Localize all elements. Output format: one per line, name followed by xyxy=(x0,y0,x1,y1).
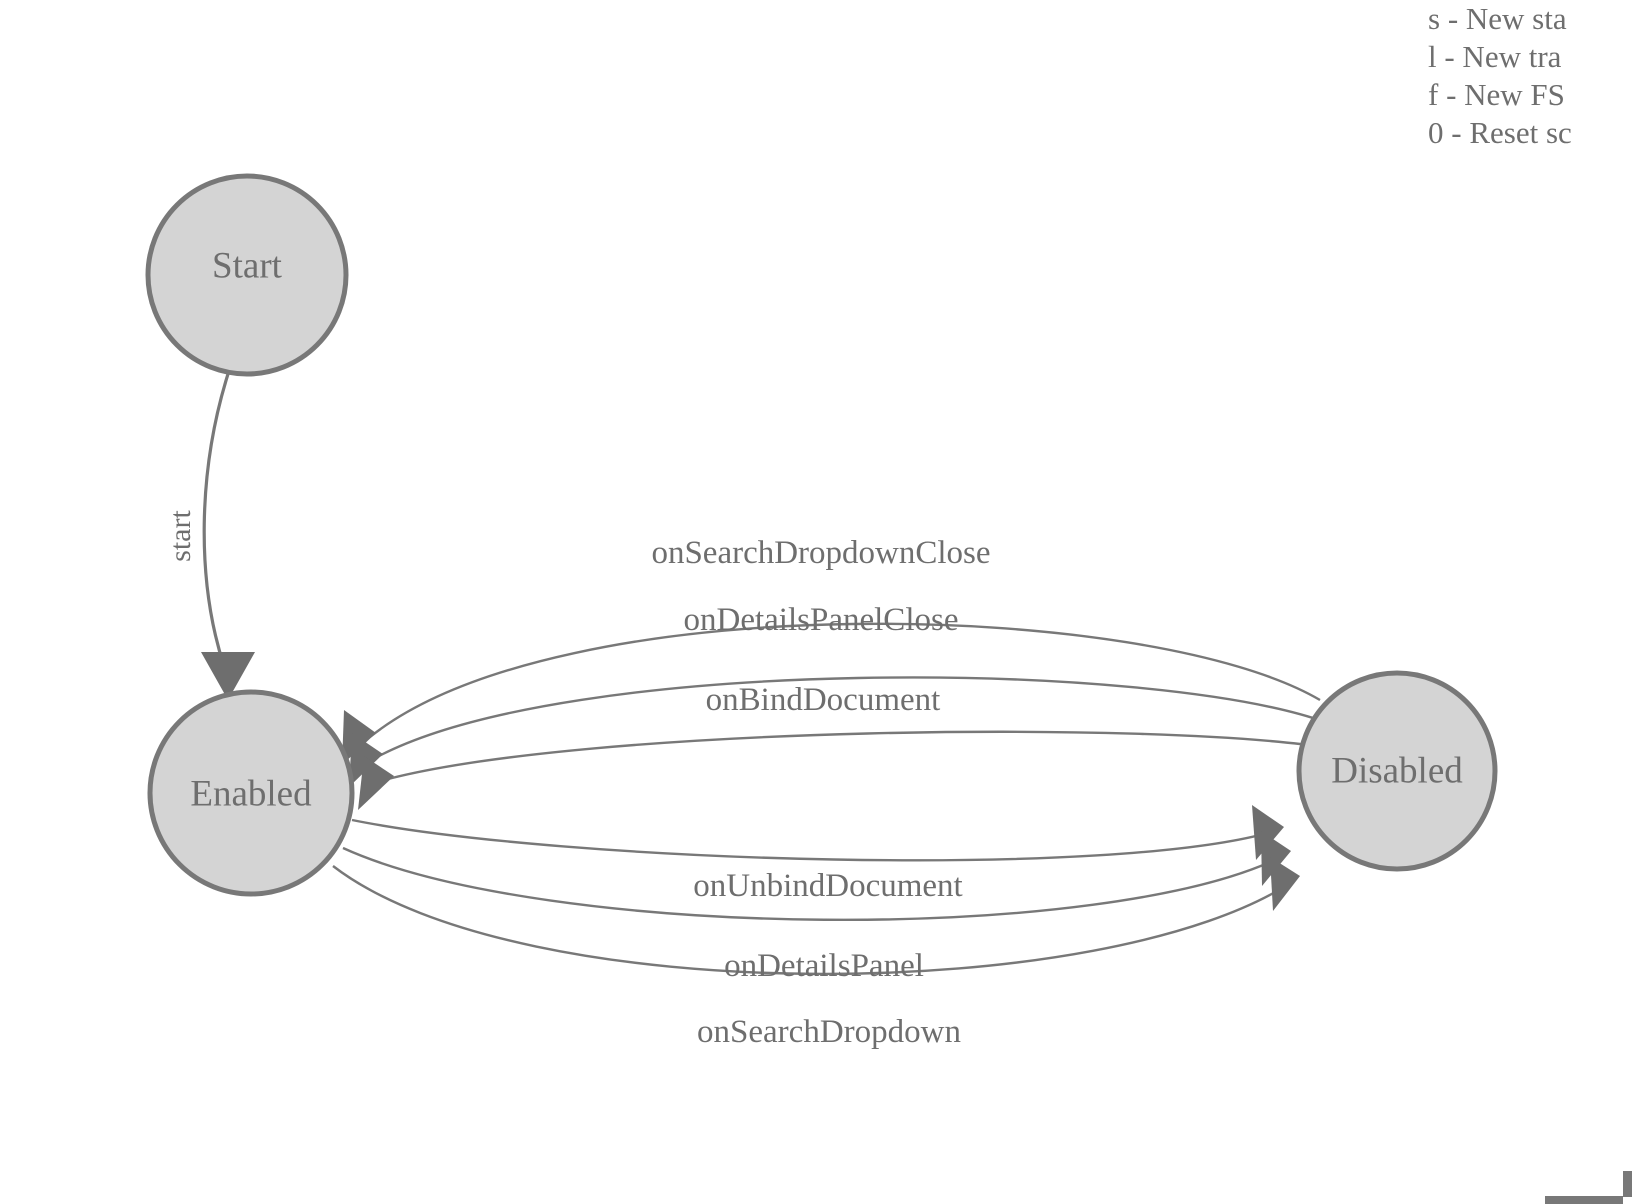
help-line-reset-scale: 0 - Reset sc xyxy=(1428,115,1572,150)
edge-label-onDetailsPanel: onDetailsPanel xyxy=(724,948,924,984)
edge-label-onBindDocument: onBindDocument xyxy=(706,682,941,718)
state-circle-start[interactable] xyxy=(145,173,349,377)
arrowhead-onBindDocument xyxy=(358,756,394,810)
edge-path-onSearchDropdownClose[interactable] xyxy=(369,622,1321,738)
arrowhead-onDetailsPanel xyxy=(1261,831,1291,886)
transition-onSearchDropdown[interactable] xyxy=(332,857,1300,976)
edge-label-onUnbindDocument: onUnbindDocument xyxy=(693,868,962,904)
state-node-start[interactable]: Start xyxy=(145,173,349,377)
arrowhead-onSearchDropdown xyxy=(1270,857,1300,911)
edge-label-start: start xyxy=(164,510,197,562)
help-overlay: s - New sta l - New tra f - New FS 0 - R… xyxy=(1428,0,1632,152)
edge-path-onDetailsPanel[interactable] xyxy=(342,846,1286,921)
edge-path-onUnbindDocument[interactable] xyxy=(351,818,1279,862)
edge-label-onSearchDropdown: onSearchDropdown xyxy=(697,1014,961,1050)
edge-path-onDetailsPanelClose[interactable] xyxy=(376,676,1326,759)
arrowhead-onUnbindDocument xyxy=(1252,805,1284,860)
transition-onDetailsPanel[interactable] xyxy=(342,831,1291,921)
edge-path-start[interactable] xyxy=(202,373,230,667)
transition-start[interactable] xyxy=(201,373,255,700)
horizontal-scrollbar-thumb[interactable] xyxy=(1545,1196,1623,1204)
transition-onSearchDropdownClose[interactable] xyxy=(342,622,1321,765)
edge-label-onSearchDropdownClose: onSearchDropdownClose xyxy=(651,535,990,571)
state-node-enabled[interactable]: Enabled xyxy=(147,689,355,897)
edge-path-onBindDocument[interactable] xyxy=(387,730,1331,781)
help-line-new-transition: l - New tra xyxy=(1428,39,1562,74)
arrowhead-start xyxy=(201,652,255,700)
transition-onBindDocument[interactable] xyxy=(358,730,1331,810)
state-label-disabled: Disabled xyxy=(1331,751,1463,792)
edge-label-onDetailsPanelClose: onDetailsPanelClose xyxy=(684,602,959,638)
state-label-enabled: Enabled xyxy=(190,774,312,815)
arrowhead-onSearchDropdownClose xyxy=(342,710,376,765)
state-label-start: Start xyxy=(212,246,283,287)
vertical-scrollbar-thumb[interactable] xyxy=(1623,1171,1632,1197)
help-line-new-fsm: f - New FS xyxy=(1428,77,1565,112)
state-circle-enabled[interactable] xyxy=(147,689,355,897)
help-line-new-state: s - New sta xyxy=(1428,1,1567,36)
edge-path-onSearchDropdown[interactable] xyxy=(332,865,1296,976)
state-circle-disabled[interactable] xyxy=(1296,670,1498,872)
transition-onUnbindDocument[interactable] xyxy=(351,805,1284,862)
state-node-disabled[interactable]: Disabled xyxy=(1296,670,1498,872)
